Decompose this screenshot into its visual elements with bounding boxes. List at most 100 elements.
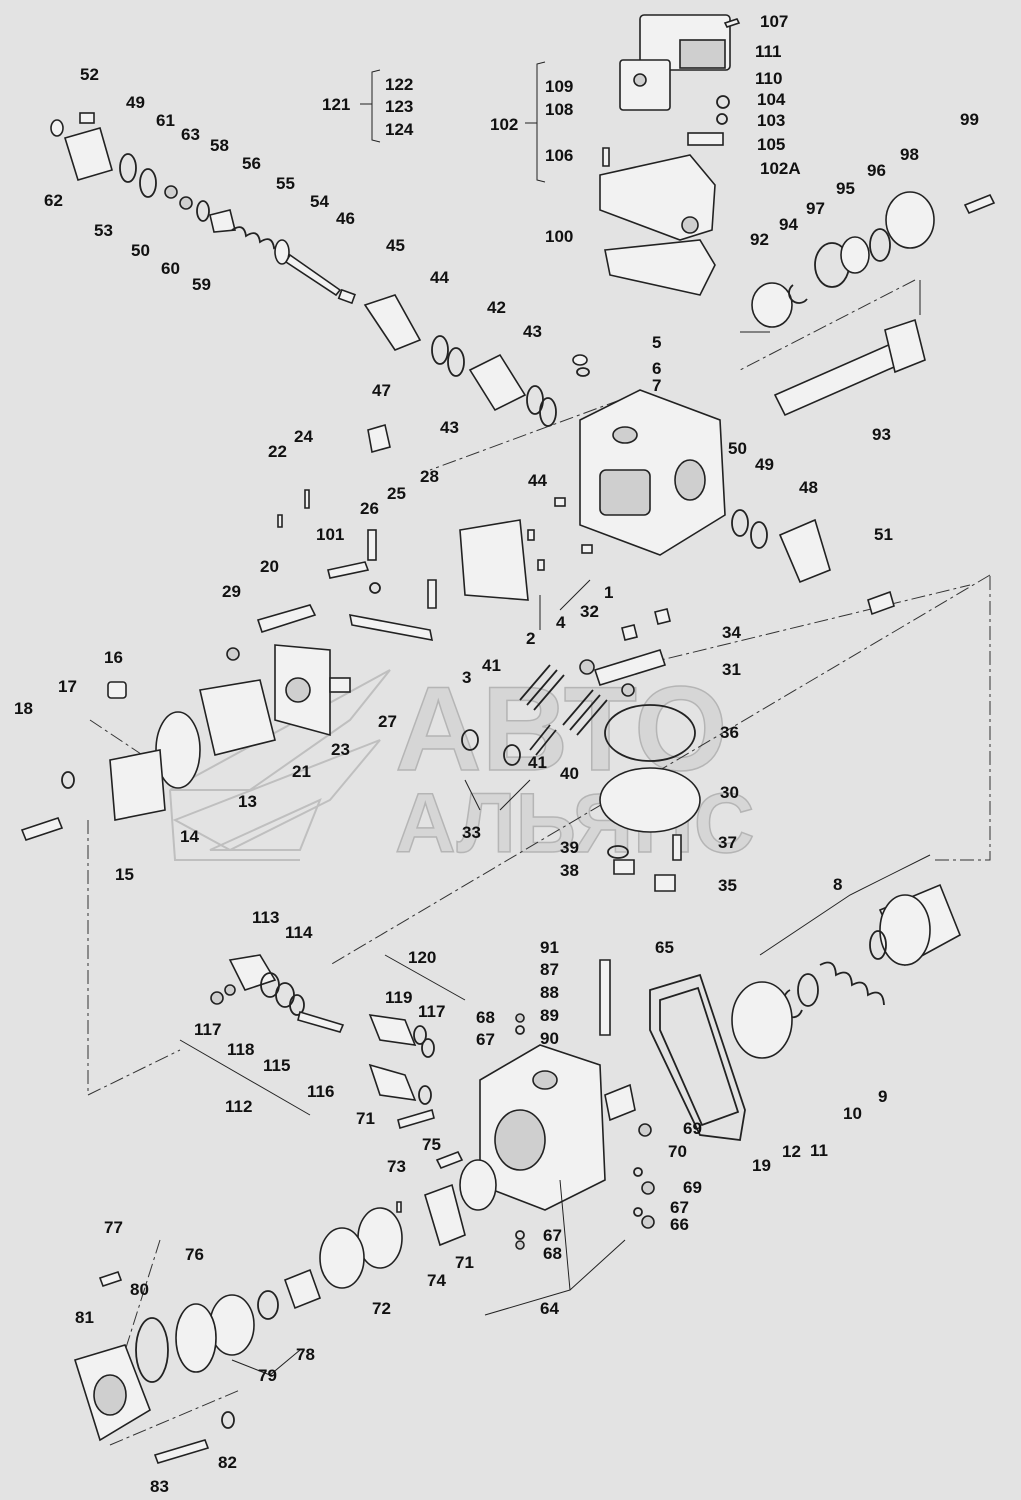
part-number-label: 91 [540, 938, 559, 957]
part-number-label: 25 [387, 484, 406, 503]
part-number-label: 19 [752, 1156, 771, 1175]
part-number-label: 34 [722, 623, 741, 642]
spool-group [50, 112, 422, 351]
part-number-label: 6 [652, 359, 661, 378]
part-number-label: 50 [728, 439, 747, 458]
part-number-label: 115 [263, 1056, 290, 1075]
leader-lines [179, 61, 931, 1376]
part-number-label: 120 [408, 948, 436, 967]
part-number-label: 68 [476, 1008, 495, 1027]
part-number-label: 14 [180, 827, 199, 846]
part-number-label: 7 [652, 376, 661, 395]
part-number-label: 66 [670, 1215, 689, 1234]
part-number-label: 80 [130, 1280, 149, 1299]
part-number-label: 51 [874, 525, 893, 544]
part-number-label: 61 [156, 111, 175, 130]
part-number-label: 76 [185, 1245, 204, 1264]
part-number-label: 30 [720, 783, 739, 802]
part-number-label: 16 [104, 648, 123, 667]
part-number-label: 97 [806, 199, 825, 218]
part-number-label: 65 [655, 938, 674, 957]
drive-shaft-group [751, 191, 996, 417]
part-number-label: 119 [385, 988, 412, 1007]
part-number-label: 64 [540, 1299, 559, 1318]
part-number-label: 114 [285, 923, 313, 942]
part-number-label: 43 [523, 322, 542, 341]
part-number-label: 106 [545, 146, 573, 165]
part-number-label: 41 [482, 656, 501, 675]
part-number-label: 46 [336, 209, 355, 228]
part-number-label: 3 [462, 668, 471, 687]
part-number-label: 90 [540, 1029, 559, 1048]
part-number-label: 50 [131, 241, 150, 260]
part-number-label: 79 [258, 1366, 277, 1385]
part-number-label: 52 [80, 65, 99, 84]
part-number-label: 32 [580, 602, 599, 621]
part-number-label: 42 [487, 298, 506, 317]
part-number-label: 100 [545, 227, 573, 246]
part-number-label: 67 [476, 1030, 495, 1049]
part-number-label: 24 [294, 427, 313, 446]
part-number-label: 26 [360, 499, 379, 518]
part-number-label: 15 [115, 865, 134, 884]
part-number-label: 102 [490, 115, 518, 134]
part-number-label: 123 [385, 97, 413, 116]
part-number-label: 118 [227, 1040, 254, 1059]
part-number-label: 55 [276, 174, 295, 193]
part-number-label: 103 [757, 111, 785, 130]
part-number-label: 22 [268, 442, 287, 461]
part-number-label: 2 [526, 629, 535, 648]
part-number-label: 72 [372, 1299, 391, 1318]
part-number-label: 33 [462, 823, 481, 842]
part-number-label: 70 [668, 1142, 687, 1161]
part-number-label: 40 [560, 764, 579, 783]
part-number-label: 20 [260, 557, 279, 576]
part-number-label: 94 [779, 215, 798, 234]
part-number-label: 110 [755, 69, 782, 88]
front-bearing-group [73, 1108, 497, 1464]
part-number-label: 75 [422, 1135, 441, 1154]
part-number-label: 44 [528, 471, 547, 490]
part-number-label: 11 [810, 1141, 828, 1160]
part-number-label: 95 [836, 179, 855, 198]
orings-and-piston [431, 335, 557, 427]
part-number-label: 92 [750, 230, 769, 249]
part-number-label: 87 [540, 960, 559, 979]
part-number-label: 10 [843, 1104, 862, 1123]
part-number-label: 45 [386, 236, 405, 255]
part-number-label: 102A [760, 159, 801, 178]
part-number-label: 48 [799, 478, 818, 497]
part-number-label: 38 [560, 861, 579, 880]
part-number-label: 81 [75, 1308, 94, 1327]
part-number-label: 35 [718, 876, 737, 895]
part-number-label: 113 [252, 908, 279, 927]
part-number-label: 60 [161, 259, 180, 278]
cylinder-block-group [731, 883, 962, 1059]
part-number-label: 109 [545, 77, 573, 96]
part-number-label: 77 [104, 1218, 123, 1237]
part-number-label: 23 [331, 740, 350, 759]
watermark-text-2: АЛЬЯНС [395, 776, 755, 870]
part-number-label: 71 [455, 1253, 474, 1272]
part-number-label: 56 [242, 154, 261, 173]
part-number-label: 4 [556, 613, 566, 632]
part-number-label: 1 [604, 583, 613, 602]
part-number-label: 71 [356, 1109, 375, 1128]
part-number-label: 96 [867, 161, 886, 180]
control-valve-assembly [599, 14, 741, 296]
valve-cartridges [210, 954, 435, 1105]
part-number-label: 53 [94, 221, 113, 240]
part-number-label: 13 [238, 792, 257, 811]
part-number-label: 105 [757, 135, 785, 154]
part-number-label: 17 [58, 677, 77, 696]
part-number-label: 43 [440, 418, 459, 437]
part-number-label: 116 [307, 1082, 334, 1101]
part-number-label: 29 [222, 582, 241, 601]
part-number-label: 112 [225, 1097, 252, 1116]
piston-cylinder-group [20, 604, 351, 841]
part-number-label: 73 [387, 1157, 406, 1176]
part-number-label: 82 [218, 1453, 237, 1472]
part-number-label: 122 [385, 75, 413, 94]
